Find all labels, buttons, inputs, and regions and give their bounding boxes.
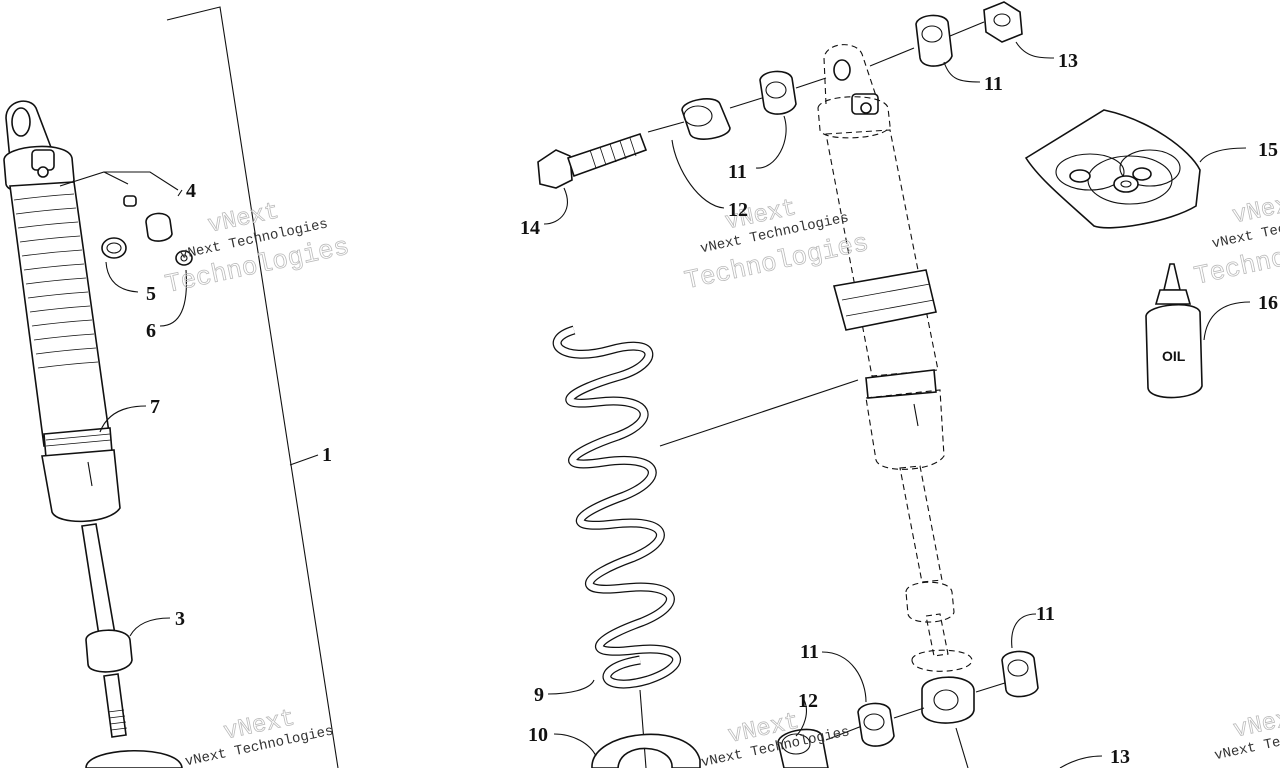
top-hardware — [537, 1, 1023, 189]
callout-11-top-right: 11 — [984, 73, 1003, 95]
watermark-center: vNext vNext Technologies Technologies — [681, 195, 871, 297]
watermark-bottom-center: vNext vNext Technologies — [700, 708, 851, 768]
assembly-bracket — [166, 6, 339, 768]
bushing-lower — [857, 702, 895, 747]
callout-14: 14 — [520, 217, 540, 239]
valve-o-ring — [101, 237, 127, 259]
callout-11-bottom-left: 11 — [800, 641, 819, 663]
callout-6: 6 — [146, 320, 156, 342]
valve-nut — [175, 250, 193, 266]
shock-absorber-assembled — [3, 100, 183, 768]
left-leaders — [99, 189, 188, 637]
watermark-left: vNext vNext Technologies Technologies — [162, 198, 352, 300]
callout-11-bottom-right: 11 — [1036, 603, 1055, 625]
callout-15: 15 — [1258, 139, 1278, 161]
callout-4: 4 — [186, 180, 196, 202]
callout-12-top: 12 — [728, 199, 748, 221]
callout-7: 7 — [150, 396, 160, 418]
oil-label: OIL — [1162, 348, 1186, 364]
nut — [983, 1, 1023, 43]
shock-exploded-outline — [817, 44, 975, 768]
valve-parts-group — [59, 171, 193, 266]
callout-labels: 1 3 4 5 6 7 9 10 11 11 11 11 12 12 13 13… — [146, 50, 1278, 768]
watermark-bottom-left: vNext vNext Technologies — [184, 705, 335, 768]
callout-16: 16 — [1258, 292, 1278, 314]
callout-10: 10 — [528, 724, 548, 746]
callout-3: 3 — [175, 608, 185, 630]
bolt-threads — [589, 137, 637, 169]
callout-5: 5 — [146, 283, 156, 305]
callout-11-top-left: 11 — [728, 161, 747, 183]
callout-1: 1 — [322, 444, 332, 466]
bolt — [537, 149, 573, 189]
spacer-lower — [777, 728, 829, 768]
oil-bottle: OIL — [1145, 263, 1251, 399]
watermark-bottom-right: vNext vNext Technologies — [1213, 703, 1280, 764]
seal-kit — [1024, 109, 1247, 229]
coil-spring — [552, 325, 859, 768]
valve-cap — [145, 212, 173, 242]
bushing — [759, 70, 797, 115]
spring-retainer — [591, 733, 701, 768]
bushing-lower-right — [1001, 650, 1039, 698]
callout-13-top: 13 — [1058, 50, 1078, 72]
body-ribs — [13, 193, 99, 369]
thread-lines — [107, 709, 128, 731]
callout-9: 9 — [534, 684, 544, 706]
bottom-hardware — [777, 650, 1103, 768]
center-leaders — [543, 41, 1055, 757]
spacer — [681, 98, 731, 140]
valve-core — [123, 195, 137, 207]
callout-13-bottom: 13 — [1110, 746, 1130, 768]
callout-12-bottom: 12 — [798, 690, 818, 712]
